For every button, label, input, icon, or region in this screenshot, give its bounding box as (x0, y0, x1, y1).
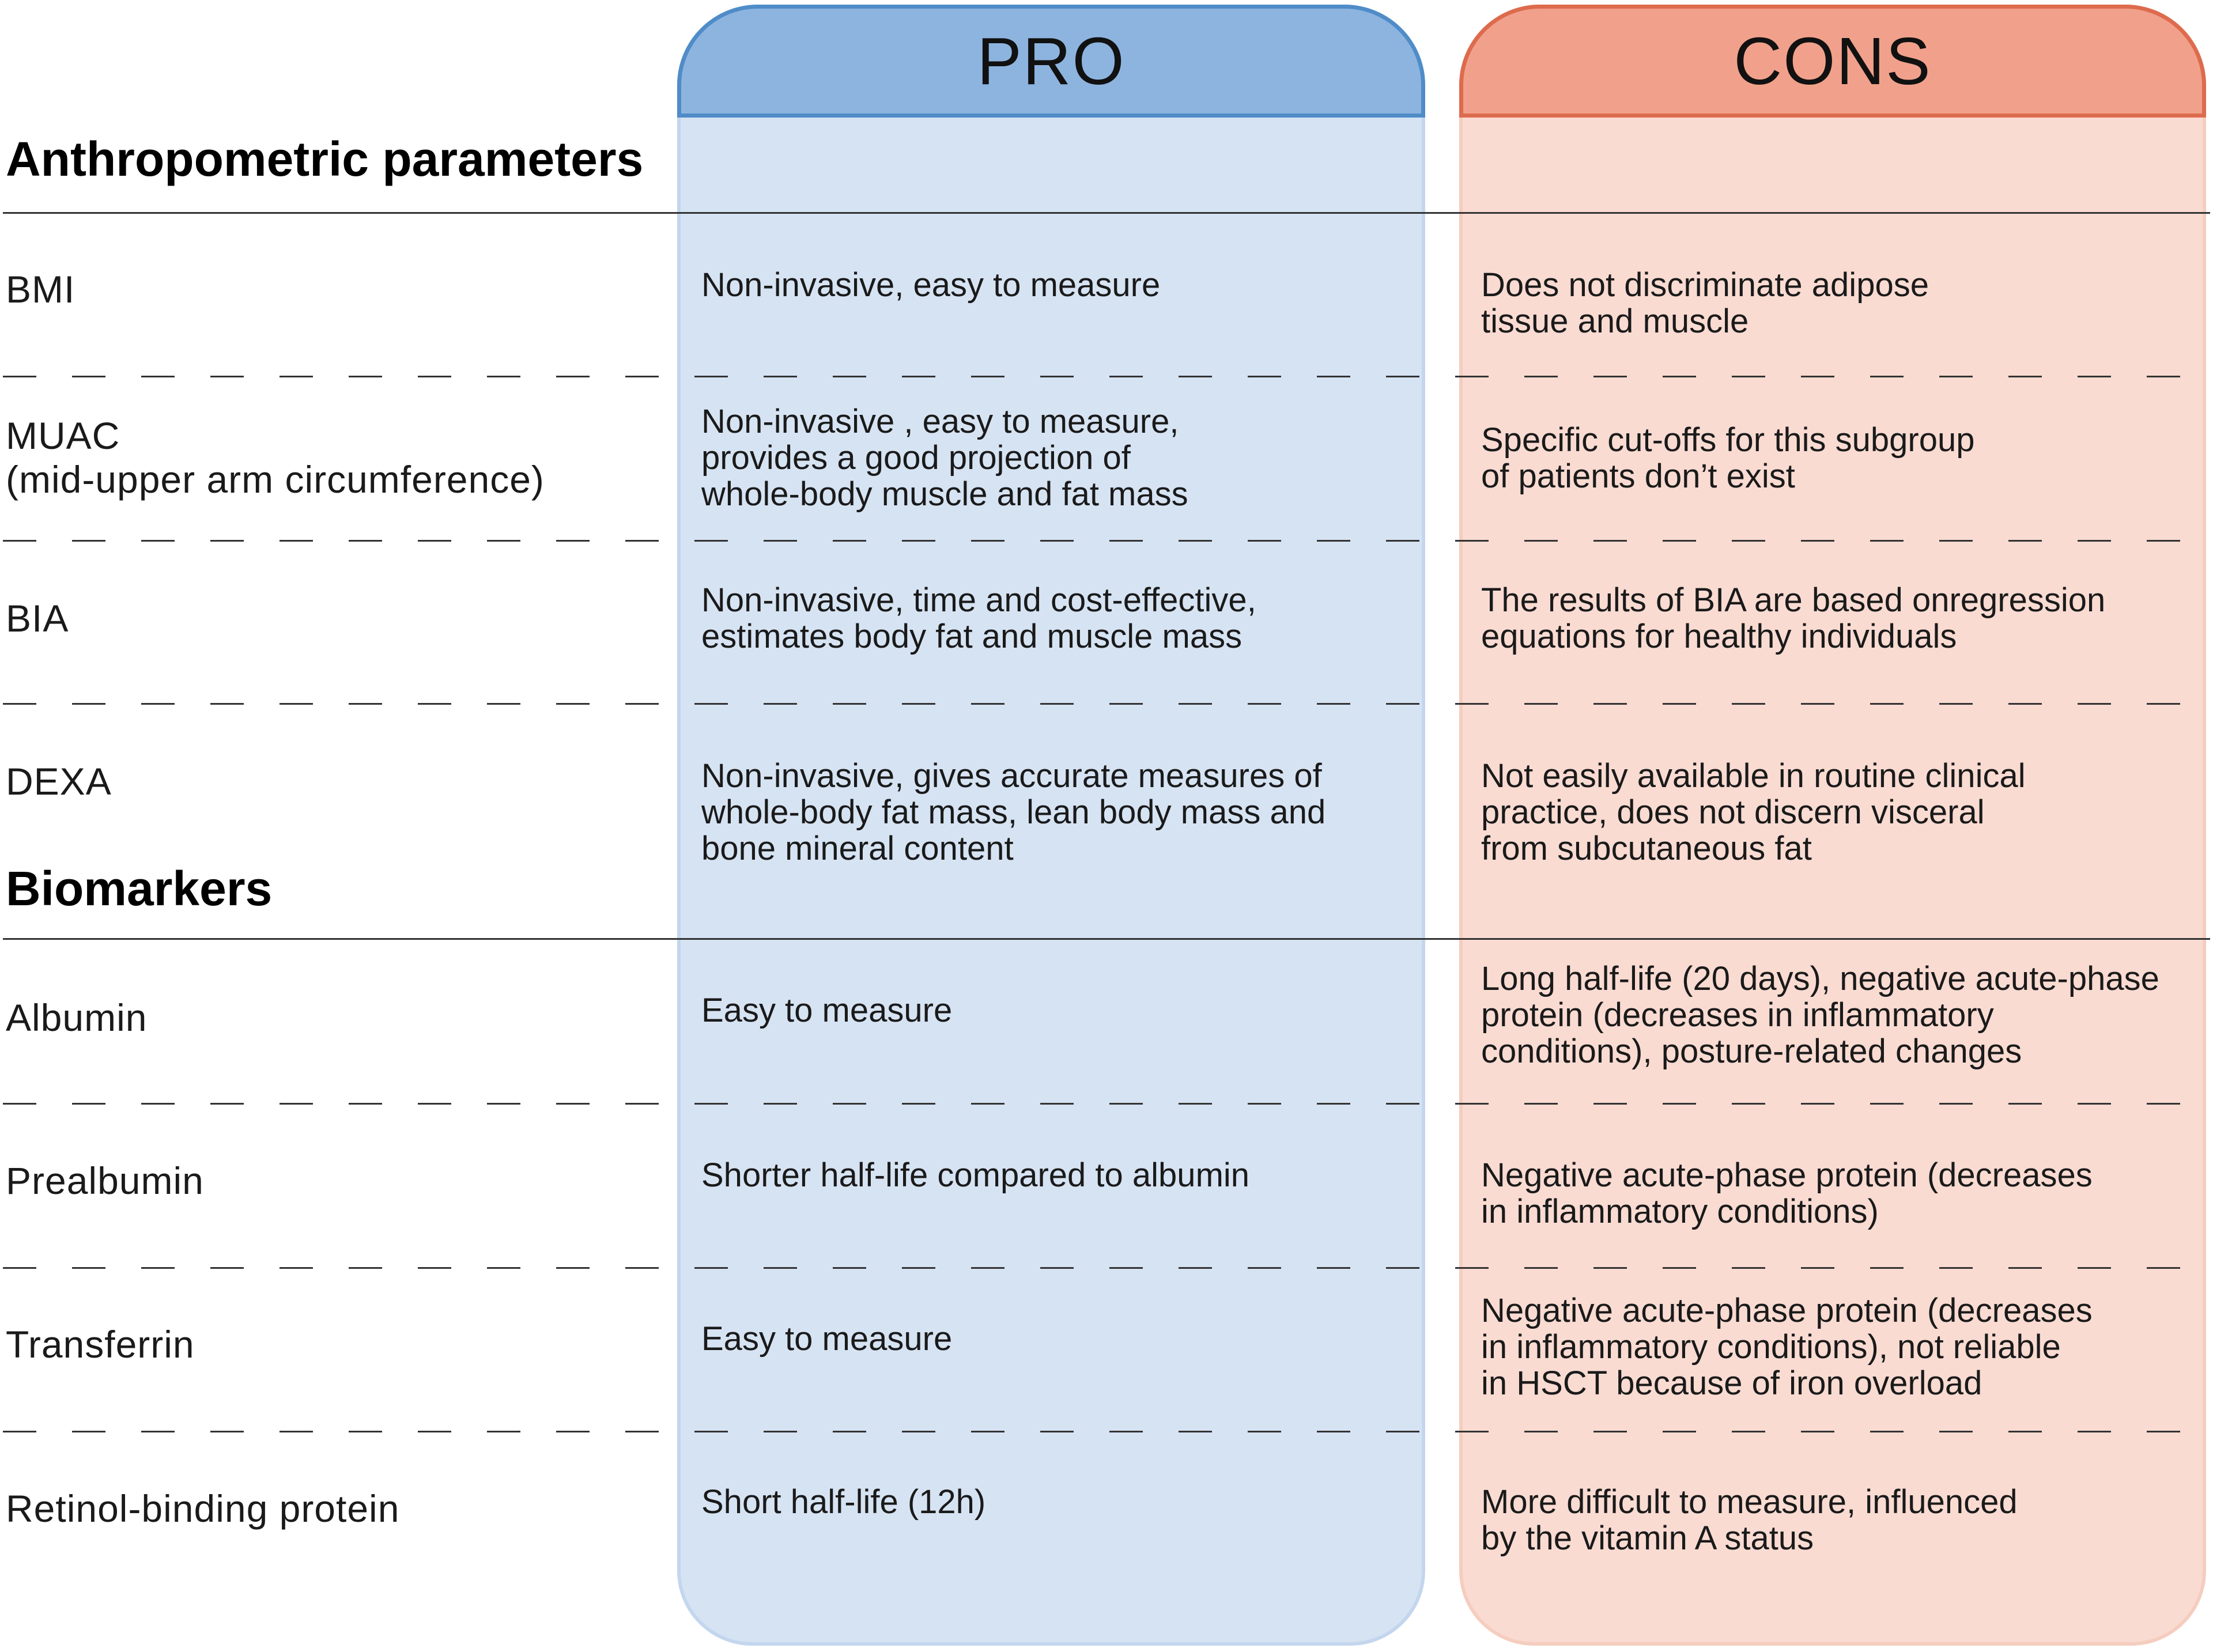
section-title-biomarkers: Biomarkers (6, 861, 273, 916)
pro-cell-muac: Non-invasive , easy to measure,provides … (701, 403, 1188, 513)
pro-cell-prealbumin: Shorter half-life compared to albumin (701, 1156, 1250, 1194)
row-label-transferrin: Transferrin (6, 1323, 195, 1366)
row-divider (3, 1103, 2210, 1105)
row-divider (3, 1431, 2210, 1432)
row-label-albumin: Albumin (6, 996, 148, 1039)
pro-cell-transferrin: Easy to measure (701, 1320, 953, 1358)
cons-column: CONS (1459, 5, 2206, 1646)
cons-column-header: CONS (1463, 8, 2203, 118)
row-divider (3, 1267, 2210, 1269)
section-rule-anthropometric (3, 212, 2210, 214)
pro-cell-bia: Non-invasive, time and cost-effective,es… (701, 581, 1256, 655)
row-divider (3, 376, 2210, 377)
row-label-bmi: BMI (6, 268, 75, 311)
cons-cell-albumin: Long half-life (20 days), negative acute… (1481, 960, 2159, 1070)
row-label-retinol-binding-protein: Retinol-binding protein (6, 1487, 400, 1530)
section-title-anthropometric: Anthropometric parameters (6, 132, 644, 186)
row-label-muac: MUAC(mid-upper arm circumference) (6, 414, 545, 501)
cons-cell-bia: The results of BIA are based onregressio… (1481, 581, 2106, 655)
row-divider (3, 703, 2210, 705)
row-label-dexa: DEXA (6, 760, 112, 803)
section-rule-biomarkers (3, 938, 2210, 940)
row-label-bia: BIA (6, 597, 69, 640)
cons-cell-dexa: Not easily available in routine clinical… (1481, 757, 2026, 867)
row-label-prealbumin: Prealbumin (6, 1159, 204, 1202)
pro-cell-albumin: Easy to measure (701, 992, 953, 1029)
pro-cell-retinol-binding-protein: Short half-life (12h) (701, 1483, 986, 1521)
pro-column: PRO (677, 5, 1425, 1646)
pro-cell-dexa: Non-invasive, gives accurate measures of… (701, 757, 1326, 867)
pro-cell-bmi: Non-invasive, easy to measure (701, 266, 1161, 304)
row-divider (3, 540, 2210, 542)
pro-column-header: PRO (681, 8, 1422, 118)
